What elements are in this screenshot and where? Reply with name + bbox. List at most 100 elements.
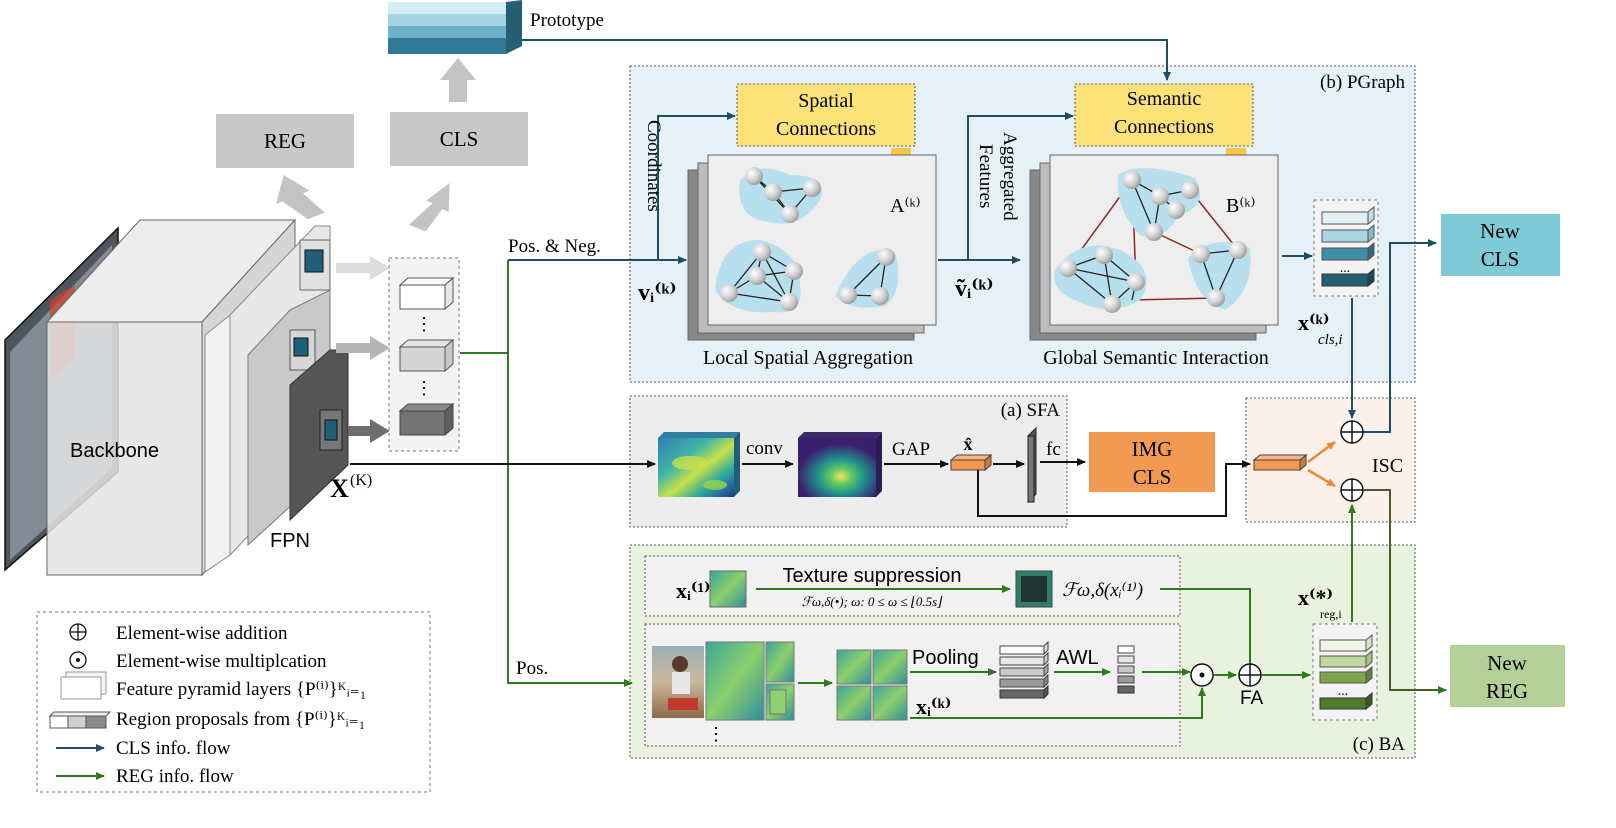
- vi-tilde-label: ṽᵢ⁽ᵏ⁾: [955, 276, 994, 302]
- sfa-feature-map: [658, 432, 740, 497]
- svg-text:x⁽*⁾: x⁽*⁾: [1298, 585, 1333, 610]
- pgraph-label: (b) PGraph: [1320, 72, 1405, 93]
- xik-to-mult-flow: [910, 687, 1206, 719]
- fa-label: FA: [1240, 688, 1264, 709]
- ba-crop-maps: ⋮: [705, 641, 795, 744]
- svg-text:CLS: CLS: [1481, 247, 1520, 271]
- awl-stack: [1117, 645, 1135, 694]
- svg-text:New: New: [1487, 651, 1527, 675]
- texture-to-fa-flow: [1160, 588, 1254, 681]
- ba-input-image: [652, 646, 704, 718]
- backbone-label: Backbone: [70, 440, 159, 462]
- gap-label: GAP: [892, 439, 930, 460]
- aggregated-label-2: Features: [975, 144, 996, 208]
- legend-region-proposals: Region proposals from {P⁽ⁱ⁾}ᴷᵢ₌₁: [48, 709, 365, 730]
- svg-text:REG info. flow: REG info. flow: [116, 766, 234, 787]
- cls-feature-stack: ...: [1313, 199, 1379, 297]
- isc-label: ISC: [1372, 455, 1403, 477]
- fpn-roi-3: [324, 419, 338, 441]
- xi1-patch: [709, 570, 747, 608]
- new-cls-flow: [1363, 239, 1437, 433]
- isc-vector: [1252, 453, 1308, 472]
- svg-text:Semantic: Semantic: [1127, 88, 1202, 110]
- x-hat-to-isc-flow: [977, 460, 1251, 517]
- svg-text:x̂: x̂: [964, 434, 973, 454]
- svg-text:...: ...: [1340, 261, 1351, 276]
- aggregated-to-semantic-flow: [967, 112, 1074, 260]
- global-semantic-label: Global Semantic Interaction: [1043, 347, 1268, 369]
- svg-text:CLS: CLS: [440, 127, 479, 151]
- add-symbol-cls: [1340, 420, 1364, 444]
- fpn-roi-2: [293, 337, 309, 357]
- svg-text:⋮: ⋮: [707, 724, 725, 744]
- legend-reg-flow: REG info. flow: [56, 766, 234, 787]
- sfa-conv-map: [798, 432, 882, 497]
- new-cls-box: New CLS: [1441, 214, 1560, 276]
- legend-addition: Element-wise addition: [69, 623, 288, 644]
- svg-text:x⁽ᵏ⁾: x⁽ᵏ⁾: [1298, 310, 1330, 335]
- ba-roi-grid: [836, 649, 908, 721]
- coordinates-flow: [657, 112, 736, 260]
- spatial-connections-box: Spatial Connections: [736, 83, 916, 147]
- new-reg-flow: [1363, 489, 1447, 694]
- pooled-stack: [999, 640, 1049, 700]
- pos-neg-label: Pos. & Neg.: [508, 236, 601, 257]
- xik-label: xᵢ⁽ᵏ⁾: [916, 694, 951, 719]
- isc-to-cls-add: [1307, 440, 1336, 464]
- pos-label: Pos.: [516, 658, 548, 679]
- prototype-stack: Prototype: [388, 0, 604, 54]
- coordinates-label: Coordinates: [643, 120, 664, 212]
- reg-cls-heads: REG CLS: [216, 58, 528, 232]
- xk-label: X (K): [330, 472, 372, 503]
- isc-to-reg-add: [1307, 468, 1336, 488]
- svg-text:CLS info. flow: CLS info. flow: [116, 738, 231, 759]
- region-proposals: ⋮ ⋮: [388, 257, 460, 452]
- fpn-roi-1: [304, 249, 324, 273]
- legend: Element-wise addition Element-wise multi…: [36, 611, 431, 793]
- local-spatial-label: Local Spatial Aggregation: [703, 347, 913, 369]
- x-reg-label: x⁽*⁾ reg,i: [1298, 585, 1342, 621]
- prototype-flow: [522, 39, 1171, 81]
- aggregated-label-1: Aggregated: [999, 132, 1020, 221]
- legend-multiplication: Element-wise multiplcation: [69, 651, 327, 672]
- a-k-label: A⁽ᵏ⁾: [890, 195, 921, 217]
- svg-text:X: X: [330, 474, 349, 503]
- texture-output-label: ℱω,δ(xᵢ⁽¹⁾): [1062, 580, 1143, 601]
- svg-text:xᵢ⁽¹⁾: xᵢ⁽¹⁾: [676, 578, 711, 603]
- fpn-layer-1: [204, 313, 231, 573]
- svg-text:⋮: ⋮: [415, 378, 433, 398]
- prototype-label: Prototype: [530, 10, 604, 31]
- conv-label: conv: [746, 438, 783, 459]
- legend-feature-pyramid: Feature pyramid layers {P⁽ⁱ⁾}ᴷᵢ₌₁: [60, 671, 366, 700]
- fpn-label: FPN: [270, 530, 310, 552]
- sfa-label: (a) SFA: [1001, 400, 1061, 421]
- svg-text:REG: REG: [1486, 679, 1528, 703]
- svg-text:vᵢ⁽ᵏ⁾: vᵢ⁽ᵏ⁾: [638, 280, 677, 306]
- mult-symbol: [1190, 663, 1214, 687]
- svg-text:REG: REG: [264, 129, 306, 153]
- svg-text:xᵢ⁽ᵏ⁾: xᵢ⁽ᵏ⁾: [916, 694, 951, 719]
- svg-text:fc: fc: [1046, 439, 1061, 460]
- svg-text:Connections: Connections: [1114, 116, 1214, 138]
- reg-feature-stack: ...: [1312, 623, 1378, 721]
- vi-label: vᵢ⁽ᵏ⁾: [638, 280, 677, 306]
- pooling-label: Pooling: [912, 647, 979, 669]
- svg-text:Region proposals from {P⁽ⁱ⁾}ᴷᵢ: Region proposals from {P⁽ⁱ⁾}ᴷᵢ₌₁: [116, 709, 365, 730]
- reg-head-box: [216, 114, 354, 168]
- svg-text:Feature pyramid layers {P⁽ⁱ⁾}ᴷ: Feature pyramid layers {P⁽ⁱ⁾}ᴷᵢ₌₁: [116, 679, 366, 700]
- pos-flow-line: [507, 260, 633, 687]
- add-symbol-reg: [1340, 478, 1364, 502]
- b-k-label: B⁽ᵏ⁾: [1226, 195, 1255, 217]
- global-semantic-graph: B⁽ᵏ⁾: [1029, 154, 1279, 341]
- backbone-block: Backbone FPN: [4, 218, 349, 577]
- svg-text:reg,i: reg,i: [1320, 607, 1342, 621]
- x-cls-label: x⁽ᵏ⁾ cls,i: [1298, 310, 1343, 348]
- svg-text:cls,i: cls,i: [1318, 332, 1343, 348]
- xi1-label: xᵢ⁽¹⁾: [676, 578, 711, 603]
- svg-text:CLS: CLS: [1133, 465, 1172, 489]
- fpn-layer-3: [289, 349, 349, 522]
- svg-text:⋮: ⋮: [415, 314, 433, 334]
- fc-layer: fc: [1027, 426, 1061, 504]
- img-cls-box: IMG CLS: [1089, 432, 1215, 492]
